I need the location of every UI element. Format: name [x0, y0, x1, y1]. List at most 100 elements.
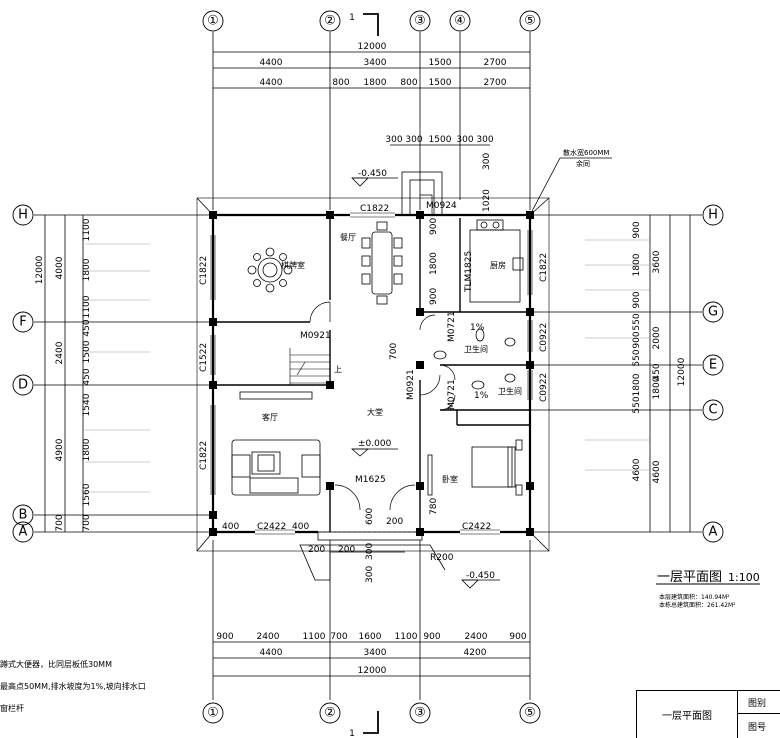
grid-label-top-3: ③ [414, 14, 426, 29]
mark-c1822-left2: C1822 [199, 441, 209, 470]
grid-label-right-e: E [709, 358, 717, 373]
mark-c1822-right: C1822 [539, 253, 549, 282]
dim-right-c1-2: 450 [652, 363, 662, 380]
note-1: 蹲式大便器，比同层板低30MM [0, 660, 112, 669]
dim-s-300c: 300 [482, 153, 492, 170]
dim-right-c1-4: 4600 [652, 460, 662, 483]
dim-right-c2-8: 4600 [632, 458, 642, 481]
dim-left-c2-9: 700 [82, 514, 92, 531]
grid-label-top-5: ⑤ [524, 14, 536, 29]
dim-stair-4: 300 [476, 135, 493, 145]
dim-s-600: 600 [365, 508, 375, 525]
dim-right-c2-1: 1800 [632, 253, 642, 276]
dim-stair-0: 300 [385, 135, 402, 145]
dim-top-r2-0: 4400 [260, 78, 283, 88]
section-mark-bottom: 1 [349, 729, 355, 737]
dim-left-total: 12000 [35, 255, 45, 284]
room-bedroom: 卧室 [442, 474, 458, 484]
grid-label-left-a: A [19, 525, 28, 540]
drawing-scale: 1:100 [728, 571, 760, 584]
dim-left-c1-2: 4900 [55, 438, 65, 461]
mark-m0721-b: M0721 [447, 379, 457, 410]
grid-label-top-4: ④ [454, 14, 466, 29]
dim-s-200a: 200 [308, 545, 325, 555]
dim-top-r2-1: 800 [332, 78, 349, 88]
notes: 蹲式大便器，比同层板低30MM 最高点50MM,排水坡度为1%,坡向排水口 窗栏… [0, 654, 146, 720]
title-block: 一层平面图 图别 图号 [636, 690, 780, 738]
dim-s-900b: 900 [429, 288, 439, 305]
mark-m0924: M0924 [426, 201, 457, 211]
section-mark-top: 1 [349, 13, 355, 23]
grid-label-top-2: ② [324, 14, 336, 29]
dim-right-c1-0: 3600 [652, 250, 662, 273]
mark-c2422-b: C2422 [462, 522, 491, 532]
grid-label-left-h: H [18, 208, 28, 223]
mark-c1822-top: C1822 [360, 204, 389, 214]
dim-right-c1-3: 1800 [652, 376, 662, 399]
dim-bot-r2-0: 4400 [260, 648, 283, 658]
grid-label-bottom-1: ① [207, 706, 219, 721]
dim-s-700: 700 [389, 343, 399, 360]
title-block-name: 一层平面图 [637, 691, 738, 738]
note-gutter: 散水宽600MM [563, 148, 609, 157]
grid-label-right-g: G [708, 305, 718, 320]
grid-label-left-b: B [19, 508, 28, 523]
grid-label-right-a: A [709, 525, 718, 540]
dim-bot-r1-4: 1600 [359, 632, 382, 642]
dim-bot-r1-0: 900 [216, 632, 233, 642]
dim-right-c2-5: 550 [632, 349, 642, 366]
dim-right-c1-1: 2000 [652, 326, 662, 349]
area-line-2: 本栋总建筑面积：261.42M² [659, 602, 736, 609]
dim-s-200c: 200 [386, 517, 403, 527]
dim-s-400b: 400 [292, 522, 309, 532]
grid-label-left-f: F [19, 315, 26, 330]
dim-s-780: 780 [429, 498, 439, 515]
dim-top-r1-1: 3400 [364, 58, 387, 68]
stair-up: 上 [334, 365, 342, 374]
dim-bot-r1-2: 1100 [303, 632, 326, 642]
room-hall: 大堂 [367, 407, 383, 417]
dim-left-c2-1: 1800 [82, 258, 92, 281]
room-toilet-2: 卫生间 [498, 386, 522, 396]
grid-label-right-c: C [708, 403, 717, 418]
dim-bot-total: 12000 [358, 666, 387, 676]
room-dining: 餐厅 [340, 233, 356, 242]
level-inside: ±0.000 [358, 439, 392, 449]
dim-right-c2-7: 550 [632, 396, 642, 413]
mark-c1522: C1522 [199, 343, 209, 372]
dim-right-c2-3: 550 [632, 313, 642, 330]
slope-2: 1% [474, 391, 489, 401]
dim-stair-3: 300 [456, 135, 473, 145]
dim-s-1020: 1020 [482, 189, 492, 212]
dim-s-300b: 300 [365, 566, 375, 583]
room-kitchen: 厨房 [490, 260, 506, 270]
dim-left-c2-6: 1540 [82, 393, 92, 416]
dim-bot-r1-7: 2400 [465, 632, 488, 642]
dim-left-c2-5: 450 [82, 368, 92, 385]
dim-top-r2-5: 2700 [484, 78, 507, 88]
dim-left-c2-4: 1500 [82, 340, 92, 363]
dim-s-900a: 900 [429, 218, 439, 235]
dim-left-c2-7: 1800 [82, 438, 92, 461]
dim-top-total: 12000 [358, 42, 387, 52]
dim-left-c1-3: 700 [55, 514, 65, 531]
dim-stair-1: 300 [405, 135, 422, 145]
mark-c0922-b: C0922 [539, 373, 549, 402]
mark-m0921-a: M0921 [300, 331, 331, 341]
mark-m1625: M1625 [355, 475, 386, 485]
dim-top-r1-0: 4400 [260, 58, 283, 68]
dim-right-c2-4: 900 [632, 331, 642, 348]
dim-right-c2-6: 1800 [632, 373, 642, 396]
mark-c1822-left1: C1822 [199, 256, 209, 285]
dim-top-r2-2: 1800 [364, 78, 387, 88]
dim-bot-r1-8: 900 [509, 632, 526, 642]
drawing-title: 一层平面图 1:100 [657, 566, 760, 585]
dim-left-c2-8: 1560 [82, 483, 92, 506]
dim-bot-r1-6: 900 [423, 632, 440, 642]
note-3: 窗栏杆 [0, 704, 24, 713]
grid-label-bottom-2: ② [324, 706, 336, 721]
grid-label-top-1: ① [207, 14, 219, 29]
drawing-title-text: 一层平面图 [657, 570, 723, 585]
level-outside-2: -0.450 [466, 571, 495, 581]
